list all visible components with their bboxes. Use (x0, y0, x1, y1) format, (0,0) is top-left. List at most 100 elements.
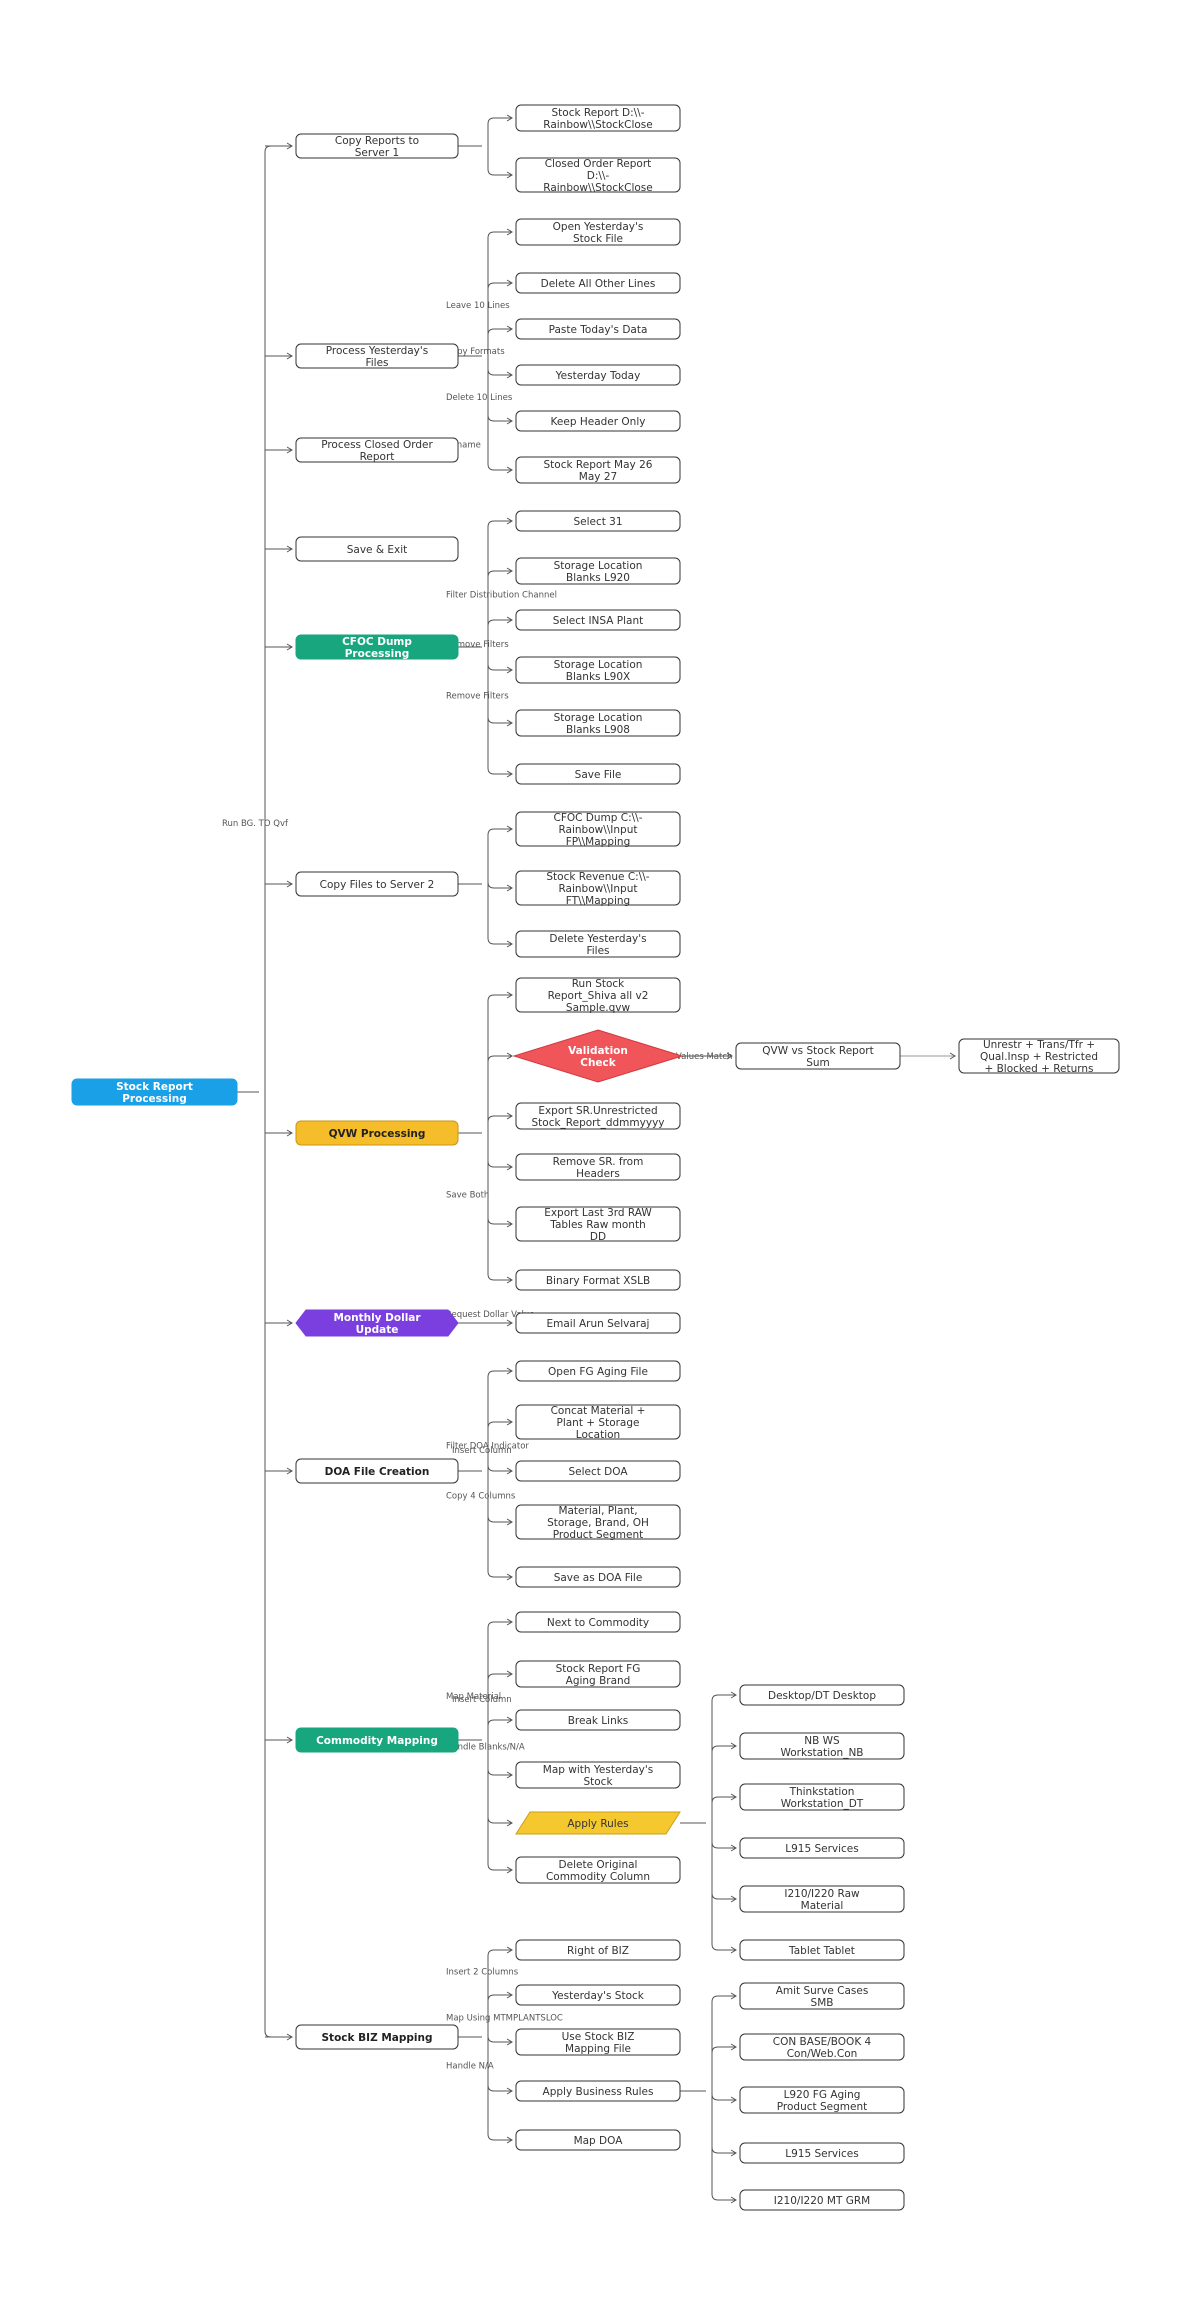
arrow-head (506, 1670, 513, 1678)
arrow-head (730, 2096, 737, 2104)
child-concat-material-plant-storage-location[interactable] (515, 1404, 681, 1440)
apply-rules-item-tablet-tablet[interactable] (739, 1939, 905, 1961)
child-closed-order-report-d-rainbow-stockclose[interactable] (515, 157, 681, 193)
child-email-arun-selvaraj[interactable] (515, 1312, 681, 1334)
child-stock-report-fg-aging-brand[interactable] (515, 1660, 681, 1688)
branch-save-exit[interactable] (295, 536, 459, 562)
child-map-doa[interactable] (515, 2129, 681, 2151)
child-stock-revenue-c-rainbow-input-ft-mapping-text: FT\\Mapping (566, 895, 630, 907)
child-break-links[interactable] (515, 1709, 681, 1731)
child-use-stock-biz-mapping-file[interactable] (515, 2028, 681, 2056)
business-rules-item-con-base-book-4-con-web-con[interactable] (739, 2033, 905, 2061)
apply-rules-item-l915-services-text: L915 Services (785, 1843, 859, 1855)
child-save-as-doa-file[interactable] (515, 1566, 681, 1588)
edge-label-map-using-mtmplantsloc: Map Using MTMPLANTSLOC (446, 2014, 563, 2024)
child-cfoc-dump-c-rainbow-input-fp-mapping-text: Rainbow\\Input (558, 824, 637, 836)
branch-stock-biz-text: Stock BIZ Mapping (322, 2032, 433, 2044)
child-cfoc-dump-c-rainbow-input-fp-mapping[interactable] (515, 811, 681, 847)
business-rules-item-i210-i220-mt-grm[interactable] (739, 2189, 905, 2211)
child-keep-header-only[interactable] (515, 410, 681, 432)
child-delete-yesterday-s-files[interactable] (515, 930, 681, 958)
arrow-head (730, 1844, 737, 1852)
arrow-head (286, 545, 293, 553)
child-delete-original-commodity-column[interactable] (515, 1856, 681, 1884)
child-export-sr-unrestricted-stock-report-ddmm[interactable] (515, 1102, 681, 1130)
child-concat-material-plant-storage-location-text: Plant + Storage (556, 1417, 639, 1429)
branch-copy-reports[interactable] (295, 133, 459, 159)
stock-formula-node[interactable] (958, 1038, 1120, 1074)
arrow-head (506, 2087, 513, 2095)
branch-process-yesterday[interactable] (295, 343, 459, 369)
branch-doa-file[interactable] (295, 1458, 459, 1484)
child-apply-rules[interactable] (515, 1811, 681, 1835)
child-paste-today-s-data[interactable] (515, 318, 681, 340)
branch-process-closed[interactable] (295, 437, 459, 463)
child-select-insa-plant[interactable] (515, 609, 681, 631)
qvw-vs-stock-report-sum-node-text: QVW vs Stock Report (762, 1045, 873, 1057)
child-next-to-commodity[interactable] (515, 1611, 681, 1633)
branch-process-yesterday-text: Files (365, 357, 388, 369)
child-connector (487, 463, 512, 471)
child-stock-report-d-rainbow-stockclose[interactable] (515, 104, 681, 132)
child-connector (487, 1217, 512, 1225)
child-connector (487, 1421, 512, 1429)
child-next-to-commodity-text: Next to Commodity (547, 1617, 649, 1629)
child-right-of-biz[interactable] (515, 1939, 681, 1961)
edge-label-filter-doa-indicator: Filter DOA Indicator (446, 1442, 529, 1452)
child-export-last-3rd-raw-tables-raw-month-dd[interactable] (515, 1206, 681, 1242)
child-run-stock-report-shiva-all-v2-sample-qvw[interactable] (515, 977, 681, 1013)
child-apply-business-rules[interactable] (515, 2080, 681, 2102)
branch-monthly-dollar[interactable] (295, 1309, 459, 1337)
child-storage-location-blanks-l920[interactable] (515, 557, 681, 585)
child-delete-all-other-lines[interactable] (515, 272, 681, 294)
child-yesterday-s-stock[interactable] (515, 1984, 681, 2006)
child-connector (487, 1464, 512, 1472)
child-storage-location-blanks-l908[interactable] (515, 709, 681, 737)
child-save-file[interactable] (515, 763, 681, 785)
branch-monthly-dollar-text: Monthly Dollar (333, 1312, 421, 1324)
child-stock-report-may-26-may-27[interactable] (515, 456, 681, 484)
arrow-head (730, 1992, 737, 2000)
child-connector (487, 520, 512, 528)
business-rules-item-l915-services[interactable] (739, 2142, 905, 2164)
child-select-doa[interactable] (515, 1460, 681, 1482)
branch-stock-biz[interactable] (295, 2024, 459, 2050)
child-connector (487, 937, 512, 945)
branch-copy-reports-text: Server 1 (355, 147, 399, 159)
apply-rules-item-l915-services[interactable] (739, 1837, 905, 1859)
arrow-head (506, 1819, 513, 1827)
business-rules-item-l920-fg-aging-product-segment[interactable] (739, 2086, 905, 2114)
child-binary-format-xslb[interactable] (515, 1269, 681, 1291)
apply-rules-item-nb-ws-workstation-nb[interactable] (739, 1732, 905, 1760)
child-validation-check[interactable] (512, 1029, 684, 1083)
child-select-31[interactable] (515, 510, 681, 532)
arrow-head (506, 1866, 513, 1874)
child-stock-report-d-rainbow-stockclose-text: Rainbow\\StockClose (543, 119, 653, 131)
child-yesterday-today[interactable] (515, 364, 681, 386)
branch-commodity-mapping[interactable] (295, 1727, 459, 1753)
arrow-head (506, 171, 513, 179)
branch-copy-files[interactable] (295, 871, 459, 897)
child-material-plant-storage-brand-oh-product-[interactable] (515, 1504, 681, 1540)
arrow-head (506, 1618, 513, 1626)
child-storage-location-blanks-l920-text: Storage Location (554, 560, 643, 572)
child-yesterday-s-stock-text: Yesterday's Stock (551, 1990, 645, 2002)
child-open-yesterday-s-stock-file[interactable] (515, 218, 681, 246)
apply-rules-item-i210-i220-raw-material[interactable] (739, 1885, 905, 1913)
branch-qvw-processing[interactable] (295, 1120, 459, 1146)
qvw-vs-stock-report-sum-node[interactable] (735, 1042, 901, 1070)
apply-rules-item-desktop-dt-desktop[interactable] (739, 1684, 905, 1706)
child-stock-report-may-26-may-27-text: Stock Report May 26 (544, 459, 653, 471)
child-map-with-yesterday-s-stock[interactable] (515, 1761, 681, 1789)
business-rules-item-amit-surve-cases-smb[interactable] (739, 1982, 905, 2010)
apply-rules-item-thinkstation-workstation-dt-text: Workstation_DT (781, 1798, 864, 1810)
child-remove-sr-from-headers[interactable] (515, 1153, 681, 1181)
root-node-stock-report-processing[interactable] (71, 1078, 238, 1106)
apply-rules-item-thinkstation-workstation-dt[interactable] (739, 1783, 905, 1811)
child-storage-location-blanks-l90x[interactable] (515, 656, 681, 684)
child-stock-revenue-c-rainbow-input-ft-mapping[interactable] (515, 870, 681, 906)
arrow-head (506, 279, 513, 287)
child-open-fg-aging-file[interactable] (515, 1360, 681, 1382)
branch-cfoc-dump[interactable] (295, 634, 459, 660)
arrow-head (506, 1052, 513, 1060)
